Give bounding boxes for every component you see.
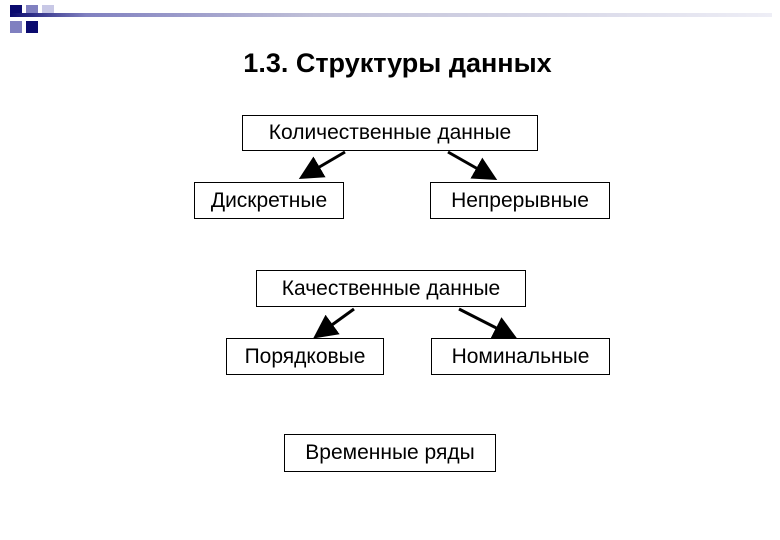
box-ordinal: Порядковые	[226, 338, 384, 375]
box-continuous: Непрерывные	[430, 182, 610, 219]
arrow-to-continuous	[447, 150, 498, 180]
slide-title: 1.3. Структуры данных	[243, 48, 552, 78]
box-discrete: Дискретные	[194, 182, 344, 219]
arrow-to-nominal	[458, 307, 518, 339]
decor-square-dark-2	[26, 21, 38, 33]
decor-square-mid-2	[10, 21, 22, 33]
arrow-to-ordinal	[313, 307, 355, 339]
title-divider-line	[10, 13, 772, 17]
box-time-series: Временные ряды	[284, 434, 496, 472]
arrow-to-discrete	[298, 150, 346, 180]
box-qualitative-data: Качественные данные	[256, 270, 526, 307]
box-nominal: Номинальные	[431, 338, 610, 375]
box-quantitative-data: Количественные данные	[242, 115, 538, 151]
